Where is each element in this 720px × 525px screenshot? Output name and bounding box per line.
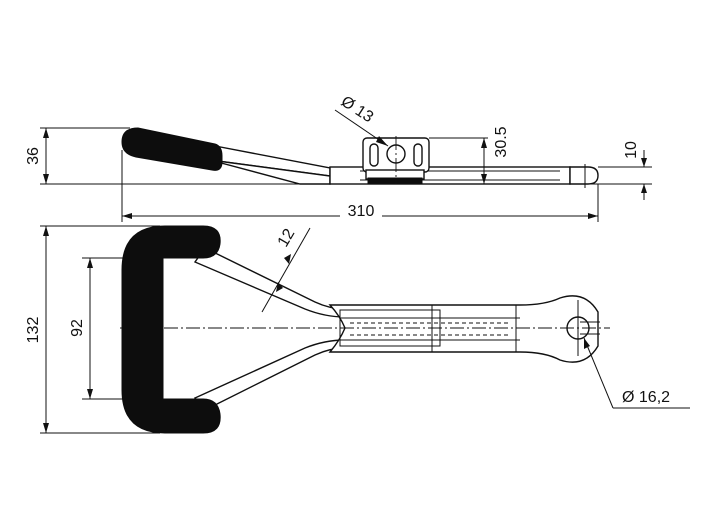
dimension-overall-length: 310 (348, 203, 375, 220)
dimension-side-height: 36 (25, 147, 42, 165)
side-view: 36 Ø 13 30.5 (25, 93, 652, 222)
handle-grip-top (121, 225, 221, 434)
dimension-eye-diameter: Ø 16,2 (622, 389, 670, 406)
dimension-end-thickness: 10 (623, 141, 640, 159)
dimension-bracket-height: 30.5 (493, 126, 510, 157)
handle-grip-side (121, 127, 223, 171)
dimension-inner-width: 92 (69, 319, 86, 337)
dimension-rod-diameter: 12 (275, 226, 299, 250)
dimension-overall-width: 132 (25, 317, 42, 344)
dimension-bolt-hole: Ø 13 (338, 93, 376, 126)
top-view: 132 92 12 (25, 225, 690, 434)
